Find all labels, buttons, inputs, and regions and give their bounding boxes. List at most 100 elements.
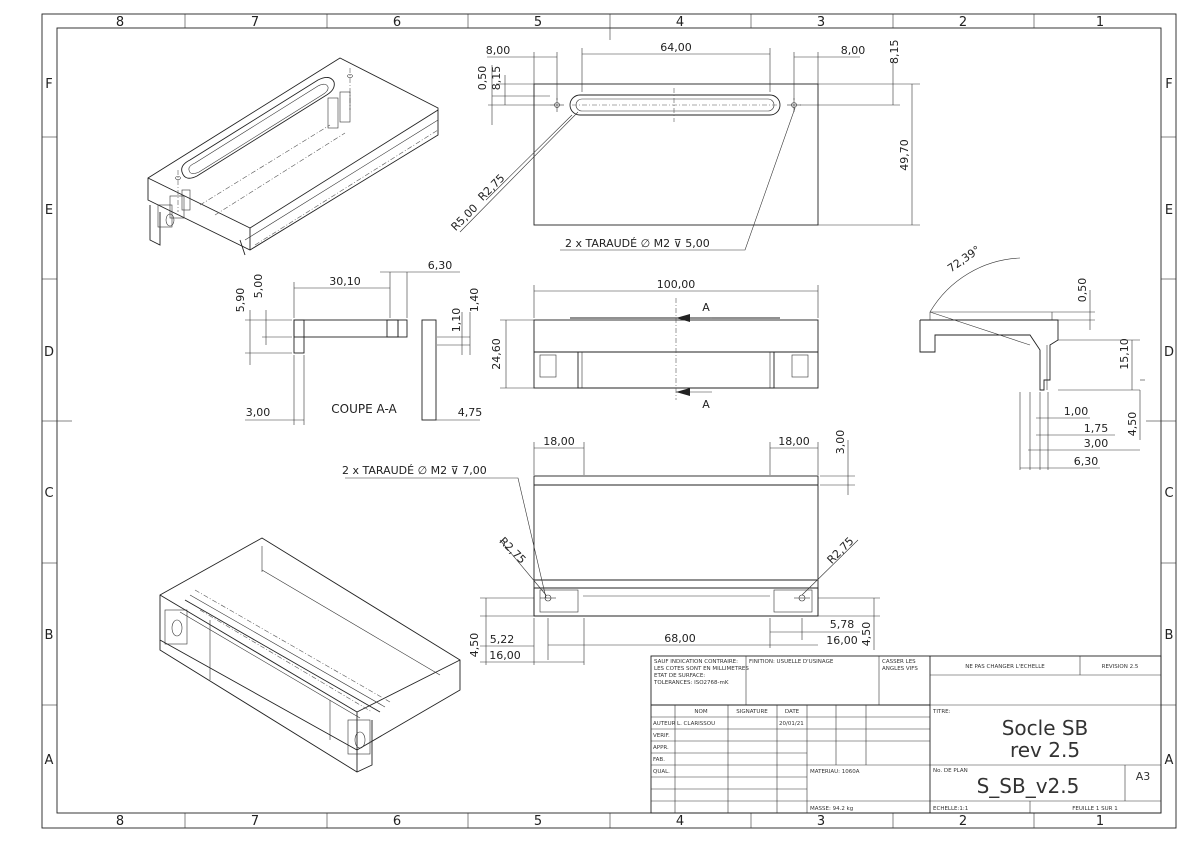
dim-050: 0,50 — [1076, 278, 1089, 303]
top-view-dimensions: 64,00 8,00 8,00 8,15 0,50 8,15 49,70 R2,… — [449, 40, 911, 251]
front-view — [500, 285, 819, 400]
dim-r275-left: R2,75 — [497, 535, 529, 567]
dim-815-right: 8,15 — [888, 40, 901, 65]
dim-angle: 72,39° — [945, 243, 983, 275]
scale: ECHELLE:1:1 — [933, 806, 968, 812]
role-label: AUTEUR — [653, 721, 676, 727]
dim-2460: 24,60 — [490, 338, 503, 370]
row-label: D — [44, 345, 54, 360]
section-title: COUPE A-A — [331, 402, 397, 416]
col-label: 8 — [116, 814, 124, 829]
col-label: 5 — [534, 15, 542, 30]
col-label: 7 — [251, 15, 259, 30]
dim-8-right: 8,00 — [841, 44, 866, 57]
dim-450-right: 4,50 — [860, 622, 873, 647]
col-label: 8 — [116, 15, 124, 30]
row-label: C — [1164, 486, 1173, 501]
front-view-dimensions: 100,00 24,60 A A — [490, 278, 710, 411]
revision-label: REVISION 2.5 — [1102, 664, 1139, 670]
row-label: D — [1164, 345, 1174, 360]
col-label: 4 — [676, 15, 684, 30]
general-note-line: SAUF INDICATION CONTRAIRE: — [654, 659, 738, 665]
title-block — [650, 655, 1162, 814]
col-label: 2 — [959, 814, 967, 829]
row-label: B — [1165, 628, 1174, 643]
material: MATERIAU: 1060A — [810, 769, 860, 775]
drawing-title-line-1: Socle SB — [1002, 716, 1089, 740]
dim-18-right: 18,00 — [778, 435, 810, 448]
mass: MASSE: 94.2 kg — [810, 806, 853, 812]
dim-68: 68,00 — [664, 632, 696, 645]
col-label: 2 — [959, 15, 967, 30]
col-label: 6 — [393, 15, 401, 30]
casser-note: ANGLES VIFS — [882, 666, 918, 672]
col-label: 1 — [1096, 15, 1104, 30]
section-arrow-label-top: A — [702, 301, 710, 314]
dim-050: 0,50 — [476, 66, 489, 91]
finition-note: FINITION: USUELLE D'USINAGE — [749, 659, 834, 665]
header-nom: NOM — [694, 709, 707, 715]
title-block-text: SAUF INDICATION CONTRAIRE: LES COTES SON… — [653, 659, 1150, 812]
top-view — [459, 48, 920, 251]
author-date: 20/01/21 — [779, 721, 804, 727]
dim-18-left: 18,00 — [543, 435, 575, 448]
side-view-dimensions: 72,39° 0,50 15,10 1,00 1,75 3,00 6,30 4,… — [945, 243, 1139, 468]
dim-100: 1,00 — [1064, 405, 1089, 418]
dim-175: 1,75 — [1084, 422, 1109, 435]
dim-r275: R2,75 — [476, 172, 508, 204]
note-tapped-5: 2 x TARAUDÉ ∅ M2 ⊽ 5,00 — [565, 237, 710, 250]
role-label: APPR. — [653, 745, 669, 751]
dim-300: 3,00 — [1084, 437, 1109, 450]
row-label: E — [45, 203, 53, 218]
border-row-labels-left: F E D C B A — [44, 77, 54, 768]
author-name: L. CLARISSOU — [677, 721, 715, 727]
col-label: 5 — [534, 814, 542, 829]
dim-522: 5,22 — [490, 633, 515, 646]
row-label: A — [45, 753, 54, 768]
side-view — [919, 257, 1145, 470]
isometric-view-bottom — [159, 537, 461, 773]
border-row-labels-right: F E D C B A — [1164, 77, 1174, 768]
general-note-line: ETAT DE SURFACE: — [654, 673, 705, 679]
dim-140: 1,40 — [468, 288, 481, 313]
dim-1510: 15,10 — [1118, 338, 1131, 370]
scale-warning: NE PAS CHANGER L'ECHELLE — [965, 664, 1045, 670]
header-signature: SIGNATURE — [736, 709, 768, 715]
dim-500: 5,00 — [252, 274, 265, 299]
header-date: DATE — [785, 709, 800, 715]
col-label: 1 — [1096, 814, 1104, 829]
section-dimensions: 5,90 5,00 30,10 6,30 1,10 1,40 3,00 4,75… — [234, 259, 482, 419]
drawing-border — [41, 13, 1177, 829]
dim-815-left: 8,15 — [490, 66, 503, 91]
border-column-labels-top: 8 7 6 5 4 3 2 1 — [116, 15, 1104, 30]
sheet-count: FEUILLE 1 SUR 1 — [1072, 806, 1117, 812]
col-label: 3 — [817, 814, 825, 829]
general-note-line: LES COTES SONT EN MILLIMETRES — [654, 666, 749, 672]
general-note-line: TOLERANCES: ISO2768-mK — [653, 680, 729, 686]
dim-r275-right: R2,75 — [825, 535, 857, 567]
bottom-view — [345, 440, 880, 665]
dim-630: 6,30 — [1074, 455, 1099, 468]
dim-8-left: 8,00 — [486, 44, 511, 57]
dim-1600-right: 16,00 — [826, 634, 858, 647]
dim-450: 4,50 — [1126, 412, 1139, 437]
sheet-format: A3 — [1136, 770, 1151, 783]
dim-4970: 49,70 — [898, 139, 911, 171]
row-label: C — [44, 486, 53, 501]
isometric-view-top — [147, 57, 439, 256]
role-label: FAB. — [653, 757, 665, 763]
row-label: F — [45, 77, 52, 92]
dim-3010: 30,10 — [329, 275, 361, 288]
section-arrow-label-bottom: A — [702, 398, 710, 411]
dim-450-left: 4,50 — [468, 633, 481, 658]
role-label: VERIF. — [653, 733, 670, 739]
dim-475: 4,75 — [458, 406, 483, 419]
dim-300: 3,00 — [834, 430, 847, 455]
plan-number: S_SB_v2.5 — [977, 774, 1080, 798]
dim-110: 1,10 — [450, 308, 463, 333]
border-column-labels-bottom: 8 7 6 5 4 3 2 1 — [116, 814, 1104, 829]
dim-1600-left: 16,00 — [489, 649, 521, 662]
titre-label: TITRE: — [932, 709, 951, 715]
col-label: 3 — [817, 15, 825, 30]
